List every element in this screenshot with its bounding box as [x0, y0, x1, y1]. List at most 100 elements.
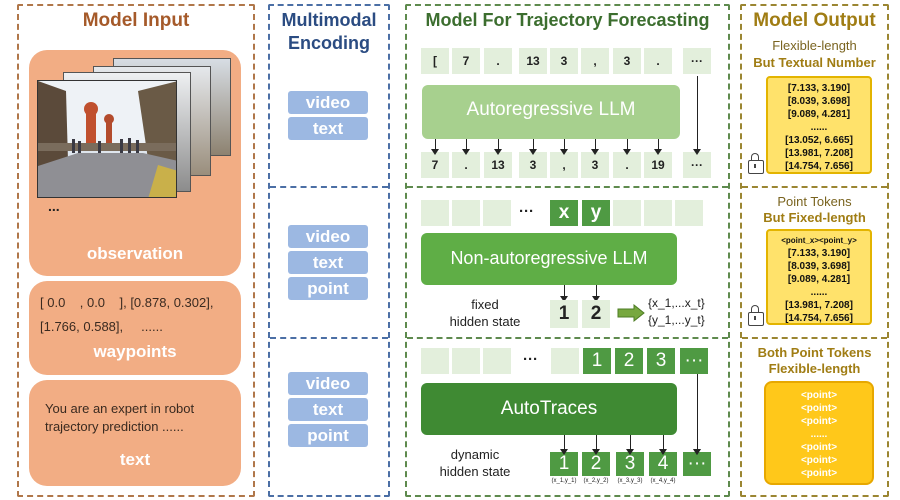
model-output-title: Model Output — [753, 10, 876, 31]
street-scene-image — [38, 81, 176, 197]
row2-pale-token-1 — [421, 200, 449, 226]
row2-pale-token-4 — [613, 200, 641, 226]
row1-down-arrow — [462, 139, 470, 155]
divider-row1-output — [742, 186, 887, 188]
row3-output-coord-label: (x_4,y_4) — [650, 478, 676, 484]
row2-pale-token-5 — [644, 200, 672, 226]
enc-row2-video: video — [288, 225, 368, 248]
row1-output-token: 13 — [484, 152, 512, 178]
row3-output-token: 4 — [649, 452, 677, 476]
output-row3-box: <point> <point> <point> ...... <point> <… — [764, 381, 874, 485]
row3-top-token: 3 — [647, 348, 675, 374]
divider-row2-encoding — [270, 337, 388, 339]
row2-hidden-state-line1: fixed — [471, 297, 499, 312]
output-row2-value: [13.981, 7.208] — [785, 300, 853, 311]
output-row1-line2: But Textual Number — [753, 55, 876, 70]
output-row1-value: [14.754, 7.656] — [785, 161, 853, 172]
row3-top-token: ··· — [680, 348, 708, 374]
output-row1-value: [9.089, 4.281] — [787, 109, 851, 120]
row3-down-arrow — [659, 435, 667, 455]
row2-hidden-state-line2: hidden state — [449, 314, 521, 329]
row2-token-x: x — [550, 200, 578, 226]
row3-hidden-state-line1: dynamic — [450, 447, 500, 462]
row1-down-arrow — [494, 139, 502, 155]
divider-row2-model — [407, 337, 728, 339]
row3-pale-token-3 — [483, 348, 511, 374]
output-row3-value: <point> — [800, 442, 838, 453]
row1-long-arrow — [693, 76, 701, 155]
output-row1-value: ...... — [810, 122, 828, 133]
frames-ellipsis: ... — [48, 198, 60, 214]
output-row1-box: [7.133, 3.190] [8.039, 3.698] [9.089, 4.… — [766, 76, 872, 174]
row2-output-1: 1 — [550, 300, 578, 328]
waypoints-text-line1: [ 0.0 , 0.0 ], [0.878, 0.302], — [40, 295, 214, 310]
row3-down-arrow — [592, 435, 600, 455]
row3-pale-token-4 — [551, 348, 579, 374]
row1-input-token: ··· — [683, 48, 711, 74]
row2-token-y: y — [582, 200, 610, 226]
row1-input-token: 13 — [519, 48, 547, 74]
output-row3-line2: Flexible-length — [768, 361, 861, 376]
output-row3-value: ...... — [810, 429, 828, 440]
text-label: text — [119, 450, 151, 469]
enc-row3-point: point — [288, 424, 368, 447]
enc-row2-point: point — [288, 277, 368, 300]
output-row1-value: [8.039, 3.698] — [787, 96, 851, 107]
output-row2-value: <point_x><point_y> — [781, 236, 857, 245]
row2-pale-token-3 — [483, 200, 511, 226]
row2-right-arrow-icon — [617, 304, 645, 322]
row1-input-token: 3 — [613, 48, 641, 74]
row2-seq-x: {x_1,...x_t} — [648, 296, 705, 310]
row1-output-token: 7 — [421, 152, 449, 178]
output-row2-value: [8.039, 3.698] — [787, 261, 851, 272]
output-row2-value: [14.754, 7.656] — [785, 313, 853, 324]
output-row2-value: [7.133, 3.190] — [787, 248, 851, 259]
row2-arrow-1 — [560, 285, 568, 302]
lock-icon — [748, 305, 764, 326]
row3-output-token: 1 — [550, 452, 578, 476]
row1-output-token: ··· — [683, 152, 711, 178]
row3-output-token: 3 — [616, 452, 644, 476]
divider-row2-output — [742, 337, 887, 339]
enc-row1-text: text — [288, 117, 368, 140]
row3-top-token: 1 — [583, 348, 611, 374]
lock-icon — [748, 153, 764, 174]
row1-down-arrow — [560, 139, 568, 155]
encoding-panel — [268, 4, 390, 497]
output-row1-line1: Flexible-length — [772, 38, 857, 53]
encoding-title-line1: Multimodal — [281, 10, 377, 30]
row1-down-arrow — [431, 139, 439, 155]
video-frame-front — [37, 80, 177, 198]
row1-output-token: . — [613, 152, 641, 178]
non-autoregressive-llm-block — [421, 233, 677, 285]
row1-input-token: . — [644, 48, 672, 74]
row3-pale-token-2 — [452, 348, 480, 374]
text-pill — [29, 380, 241, 486]
encoding-title-line2: Encoding — [288, 33, 370, 53]
row2-output-2: 2 — [582, 300, 610, 328]
output-row2-line1: Point Tokens — [777, 194, 852, 209]
row1-output-token: 3 — [581, 152, 609, 178]
row1-down-arrow — [591, 139, 599, 155]
waypoints-text-line2: [1.766, 0.588], ...... — [40, 319, 163, 334]
output-row3-value: <point> — [800, 416, 838, 427]
output-row2-line2: But Fixed-length — [763, 210, 866, 225]
output-row2-value: ...... — [810, 287, 828, 298]
row2-pale-token-6 — [675, 200, 703, 226]
divider-row1-model — [407, 186, 728, 188]
row1-down-arrow — [529, 139, 537, 155]
enc-row3-text: text — [288, 398, 368, 421]
row3-hidden-state-line2: hidden state — [439, 464, 511, 479]
row3-top-token: 2 — [615, 348, 643, 374]
output-row3-value: <point> — [800, 455, 838, 466]
waypoints-label: waypoints — [93, 342, 177, 361]
enc-row2-text: text — [288, 251, 368, 274]
row1-input-token: [ — [421, 48, 449, 74]
row2-ellipsis: ··· — [519, 203, 534, 220]
output-row3-value: <point> — [800, 468, 838, 479]
row3-pale-token-1 — [421, 348, 449, 374]
row3-output-token: 2 — [582, 452, 610, 476]
row3-down-arrow — [560, 435, 568, 455]
row1-down-arrow — [654, 139, 662, 155]
row3-output-token: ··· — [683, 452, 711, 476]
